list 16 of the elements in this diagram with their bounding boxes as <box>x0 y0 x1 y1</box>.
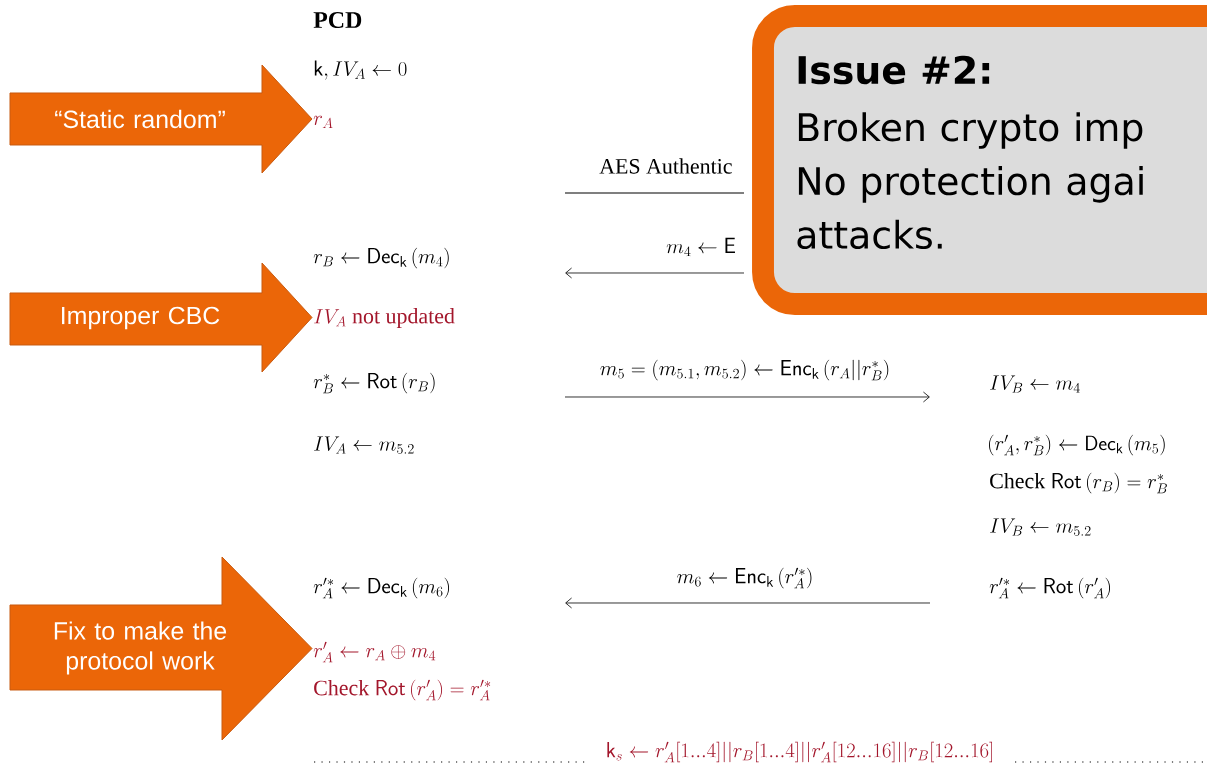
message-label: $m_5 = (m_{5.1}, m_{5.2}) \leftarrow \mathsf{Enc}_{\mathsf{k}}\,(r_A || r^*_B)$ <box>600 359 889 381</box>
protocol-step: $r^*_B \leftarrow \mathsf{Rot}\,(r_B)$ <box>313 372 435 394</box>
protocol-step: $(r'_A, r^*_B) \leftarrow \mathsf{Dec}_{\mathsf{k}}\,(m_5)$ <box>989 434 1165 456</box>
session-key-formula: $\mathsf{k}_s \leftarrow r'_A[1...4] || r_B[1...4] || r'_A[12...16] || r_B[12...16]$ <box>607 741 992 763</box>
message-label: AES Authentic <box>599 158 732 174</box>
actor-heading: PCD <box>313 11 362 29</box>
protocol-step: $\mathrm{Check}\ \mathsf{Rot}\,(r_B) = r^*_B$ <box>990 472 1167 494</box>
protocol-step: $r_B \leftarrow \mathsf{Dec}_{\mathsf{k}}\,(m_4)$ <box>313 247 449 269</box>
message-label: $m_4 \leftarrow \mathsf{E}$ <box>666 237 735 257</box>
message-label: $m_6 \leftarrow \mathsf{Enc}_{\mathsf{k}}\,(r'^*_A)$ <box>677 567 812 589</box>
callout-box: Issue #2: Broken crypto imp No protection agai attacks. <box>752 5 1207 315</box>
protocol-step: $IV_B \leftarrow m_4$ <box>990 375 1080 393</box>
protocol-step: $r'^*_A \leftarrow \mathsf{Rot}\,(r'_A)$ <box>989 577 1110 599</box>
protocol-step: $\mathsf{k}, IV_A \leftarrow 0$ <box>314 60 407 80</box>
protocol-step: $IV_B \leftarrow m_{5.2}$ <box>990 518 1091 536</box>
protocol-step: $IV_A \leftarrow m_{5.2}$ <box>314 436 414 454</box>
